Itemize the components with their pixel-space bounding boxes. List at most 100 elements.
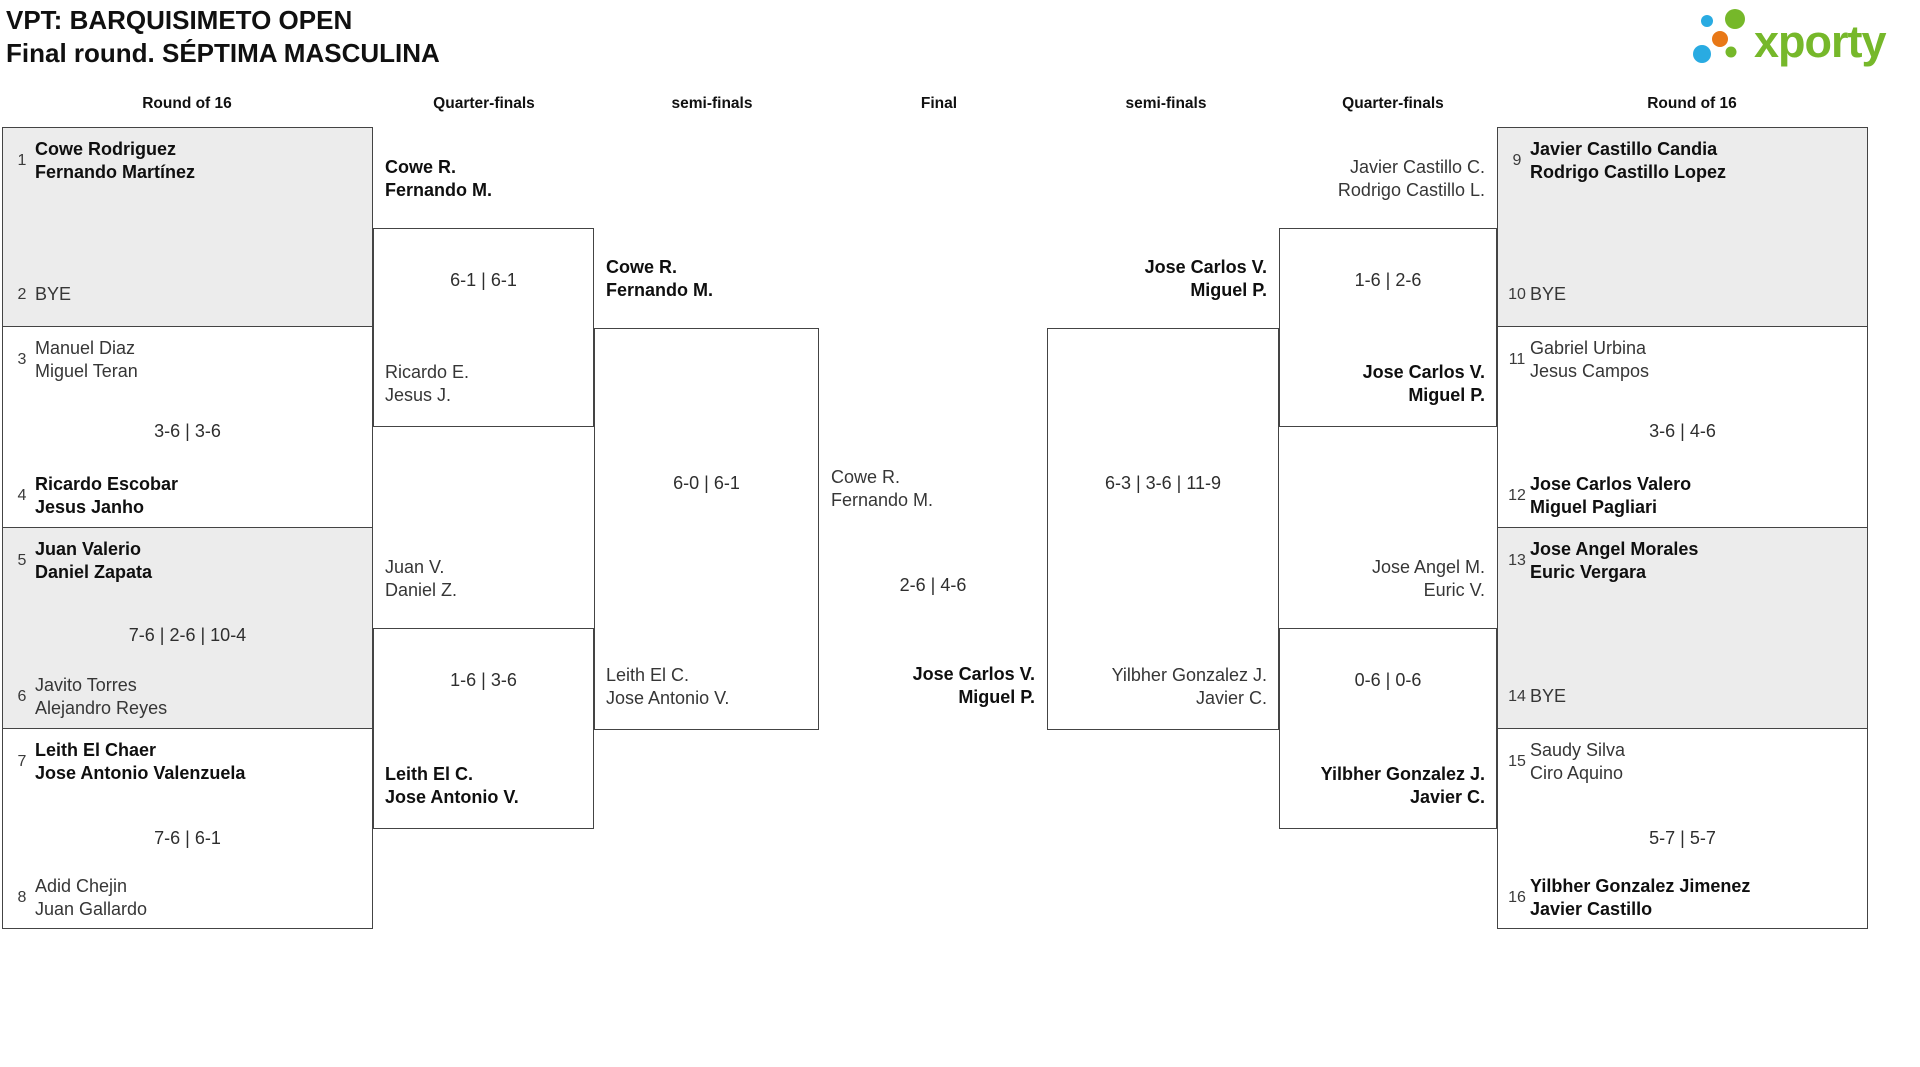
match-r16-8: 15 Saudy Silva Ciro Aquino 16 Yilbher Go… — [1498, 729, 1867, 929]
player-name: Adid Chejin — [35, 876, 128, 896]
qf-right-1-team-top: Javier Castillo C. Rodrigo Castillo L. — [1185, 156, 1485, 202]
match-box-sf-right — [1047, 328, 1279, 730]
player-name: Jose Carlos Valero — [1530, 474, 1692, 494]
player-name: Manuel Diaz — [35, 338, 136, 358]
player-name: Yilbher Gonzalez Jimenez — [1530, 876, 1751, 896]
logo-dot-orange — [1712, 31, 1728, 47]
match-score-final: 2-6 | 4-6 — [899, 575, 967, 595]
player-name: Fernando Martínez — [35, 162, 196, 182]
tournament-name: VPT: BARQUISIMETO OPEN — [6, 5, 353, 35]
seed-number: 6 — [17, 688, 27, 705]
player-name: Fernando M. — [385, 180, 492, 200]
player-name: Cowe R. — [831, 467, 901, 487]
column-header-semi-finals-left: semi-finals — [671, 95, 753, 112]
player-name: Euric V. — [1423, 580, 1485, 600]
match-box-qf-right-2 — [1279, 628, 1497, 829]
player-name: Juan Gallardo — [35, 899, 148, 919]
match-score-qf-right-2: 0-6 | 0-6 — [1354, 670, 1422, 690]
player-name: Yilbher Gonzalez J. — [1111, 665, 1267, 685]
player-name: Leith El Chaer — [35, 740, 157, 760]
seed-number: 4 — [17, 487, 27, 504]
qf-left-2-winner-bottom: Leith El C. Jose Antonio V. — [385, 763, 519, 809]
player-name: Ricardo E. — [385, 362, 470, 382]
match-score-r16-8: 5-7 | 5-7 — [1649, 828, 1716, 848]
match-r16-7: 13 Jose Angel Morales Euric Vergara 14 B… — [1498, 528, 1867, 729]
qf-left-2-team-top: Juan V. Daniel Z. — [385, 556, 457, 602]
column-header-round-of-16-right: Round of 16 — [1647, 95, 1737, 112]
player-name: Javier C. — [1195, 688, 1267, 708]
player-name: Cowe R. — [385, 157, 457, 177]
team-entry-6: 6 Javito Torres Alejandro Reyes — [9, 674, 168, 720]
qf-left-1-winner-top: Cowe R. Fernando M. — [385, 156, 492, 202]
player-name: Rodrigo Castillo Lopez — [1530, 162, 1726, 182]
seed-number: 2 — [17, 285, 27, 303]
player-name: Euric Vergara — [1530, 562, 1647, 582]
seed-number: 5 — [17, 552, 27, 569]
match-score-sf-left: 6-0 | 6-1 — [673, 473, 740, 493]
team-entry-4: 4 Ricardo Escobar Jesus Janho — [9, 473, 179, 519]
player-name: Gabriel Urbina — [1530, 338, 1647, 358]
match-box-qf-left-1 — [373, 228, 594, 427]
player-name: Ciro Aquino — [1530, 763, 1624, 783]
logo-dot-blue-small — [1701, 15, 1713, 27]
match-score-r16-4: 7-6 | 6-1 — [154, 828, 221, 848]
column-header-semi-finals-right: semi-finals — [1125, 95, 1207, 112]
match-score-r16-6: 3-6 | 4-6 — [1649, 421, 1716, 441]
logo-text: xporty — [1754, 16, 1887, 67]
bye-label: BYE — [35, 284, 72, 304]
team-entry-13: 13 Jose Angel Morales Euric Vergara — [1504, 538, 1698, 584]
match-box-sf-left — [594, 328, 819, 730]
match-score-r16-3: 7-6 | 2-6 | 10-4 — [128, 625, 247, 645]
player-name: Ricardo Escobar — [35, 474, 179, 494]
team-entry-10-bye: 10 BYE — [1504, 283, 1566, 306]
seed-number: 14 — [1508, 687, 1526, 705]
round-of-16-right-column: 9 Javier Castillo Candia Rodrigo Castill… — [1497, 127, 1868, 929]
team-entry-15: 15 Saudy Silva Ciro Aquino — [1504, 739, 1625, 785]
team-entry-8: 8 Adid Chejin Juan Gallardo — [9, 875, 148, 921]
team-entry-12: 12 Jose Carlos Valero Miguel Pagliari — [1504, 473, 1691, 519]
player-name: Jose Carlos V. — [912, 664, 1035, 684]
player-name: Jose Antonio V. — [606, 688, 730, 708]
match-box-qf-right-1 — [1279, 228, 1497, 427]
seed-number: 10 — [1508, 285, 1526, 303]
logo-dot-green-small — [1725, 46, 1737, 58]
match-r16-1: 1 Cowe Rodriguez Fernando Martínez 2 BYE — [3, 128, 372, 327]
sf-left-team-bottom: Leith El C. Jose Antonio V. — [606, 664, 729, 710]
column-header-quarter-finals-right: Quarter-finals — [1342, 95, 1444, 112]
player-name: Miguel Pagliari — [1530, 497, 1658, 517]
match-box-qf-left-2 — [373, 628, 594, 829]
player-name: Javier Castillo — [1530, 899, 1653, 919]
player-name: Yilbher Gonzalez J. — [1320, 764, 1485, 784]
player-name: Cowe R. — [606, 257, 678, 277]
match-score-qf-left-1: 6-1 | 6-1 — [450, 270, 517, 290]
player-name: Juan V. — [385, 557, 445, 577]
player-name: Jesus J. — [385, 385, 452, 405]
player-name: Jose Antonio Valenzuela — [35, 763, 246, 783]
player-name: Leith El C. — [385, 764, 474, 784]
player-name: Jose Antonio V. — [385, 787, 519, 807]
player-name: Miguel Teran — [35, 361, 138, 381]
final-champion-bottom: Jose Carlos V. Miguel P. — [735, 663, 1035, 709]
player-name: Cowe Rodriguez — [35, 139, 177, 159]
seed-number: 11 — [1508, 351, 1526, 368]
team-entry-1: 1 Cowe Rodriguez Fernando Martínez — [9, 138, 195, 184]
qf-right-2-winner-bottom: Yilbher Gonzalez J. Javier C. — [1185, 763, 1485, 809]
seed-number: 15 — [1508, 753, 1526, 770]
player-name: Fernando M. — [606, 280, 713, 300]
logo-dot-green-large — [1725, 9, 1745, 29]
sf-left-winner-top: Cowe R. Fernando M. — [606, 256, 713, 302]
qf-left-1-team-bottom: Ricardo E. Jesus J. — [385, 361, 469, 407]
player-name: Javito Torres — [35, 675, 137, 695]
xporty-logo[interactable]: xporty — [1676, 0, 1916, 72]
bye-label: BYE — [1530, 686, 1567, 706]
seed-number: 7 — [17, 753, 27, 770]
match-r16-3: 5 Juan Valerio Daniel Zapata 6 Javito To… — [3, 528, 372, 729]
page-title: VPT: BARQUISIMETO OPEN Final round. SÉPT… — [6, 4, 440, 70]
player-name: Miguel P. — [958, 687, 1035, 707]
player-name: Saudy Silva — [1530, 740, 1626, 760]
seed-number: 8 — [17, 889, 27, 906]
match-score-qf-left-2: 1-6 | 3-6 — [450, 670, 517, 690]
player-name: Rodrigo Castillo L. — [1337, 180, 1485, 200]
match-score-r16-2: 3-6 | 3-6 — [154, 421, 221, 441]
